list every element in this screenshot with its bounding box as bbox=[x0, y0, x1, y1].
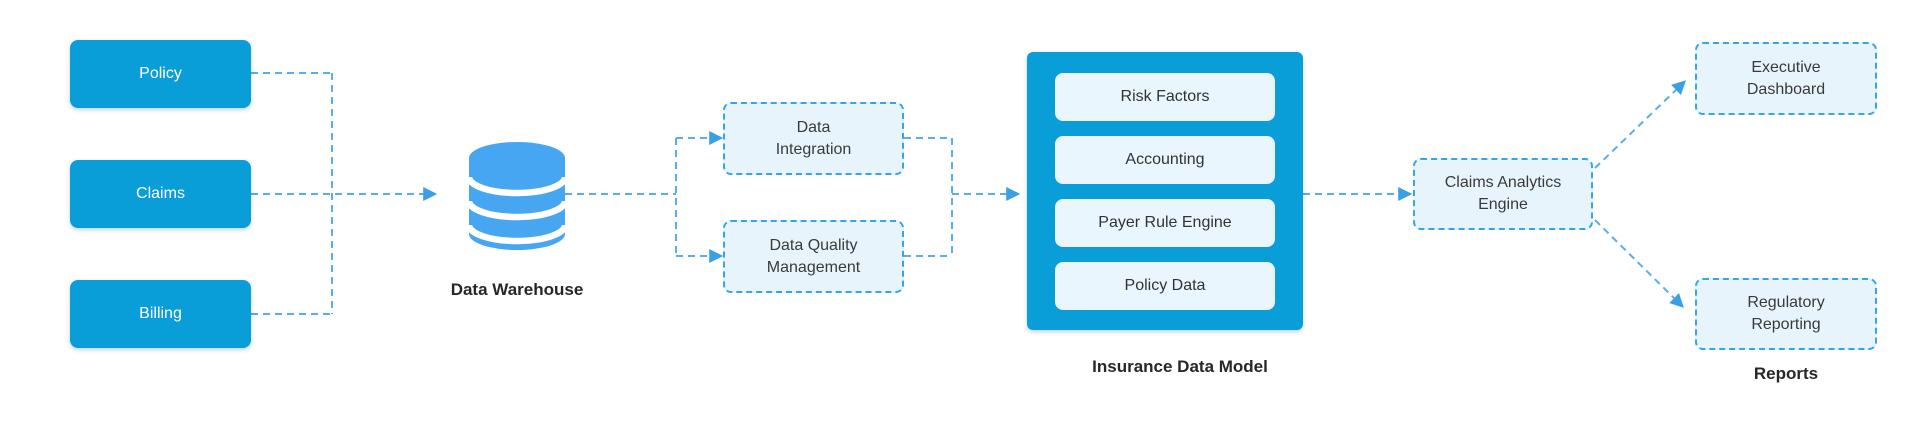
data-quality-management-label: Data Quality Management bbox=[766, 236, 861, 276]
data-warehouse-label: Data Warehouse bbox=[450, 280, 584, 299]
source-node-billing: Billing bbox=[70, 280, 251, 348]
claims-analytics-engine-label: Claims Analytics Engine bbox=[1444, 174, 1562, 213]
data-integration-node: Data Integration bbox=[723, 102, 904, 175]
data-integration-label: Data Integration bbox=[775, 118, 852, 158]
model-component-accounting: Accounting bbox=[1055, 136, 1275, 184]
wire-engine-to-reporting-arrow bbox=[1594, 219, 1684, 308]
source-node-claims-label: Claims bbox=[136, 185, 185, 203]
database-icon bbox=[465, 142, 569, 250]
model-component-risk-factors: Risk Factors bbox=[1055, 73, 1275, 121]
insurance-data-model-container: Risk Factors Accounting Payer Rule Engin… bbox=[1027, 52, 1303, 330]
source-node-claims: Claims bbox=[70, 160, 251, 228]
model-component-policy-data: Policy Data bbox=[1055, 262, 1275, 310]
regulatory-reporting-label: Regulatory Reporting bbox=[1747, 294, 1825, 333]
source-node-policy-label: Policy bbox=[139, 65, 182, 83]
source-node-policy: Policy bbox=[70, 40, 251, 108]
data-quality-management-node: Data Quality Management bbox=[723, 220, 904, 293]
wire-engine-to-dashboard-arrow bbox=[1594, 80, 1687, 169]
claims-analytics-engine-node: Claims Analytics Engine bbox=[1413, 158, 1593, 230]
insurance-data-model-label: Insurance Data Model bbox=[1092, 357, 1268, 376]
regulatory-reporting-node: Regulatory Reporting bbox=[1695, 278, 1877, 350]
executive-dashboard-label: Executive Dashboard bbox=[1746, 58, 1826, 98]
executive-dashboard-node: Executive Dashboard bbox=[1695, 42, 1877, 115]
model-component-payer-rule-engine: Payer Rule Engine bbox=[1055, 199, 1275, 247]
source-node-billing-label: Billing bbox=[139, 305, 182, 323]
reports-label: Reports bbox=[1753, 364, 1819, 383]
